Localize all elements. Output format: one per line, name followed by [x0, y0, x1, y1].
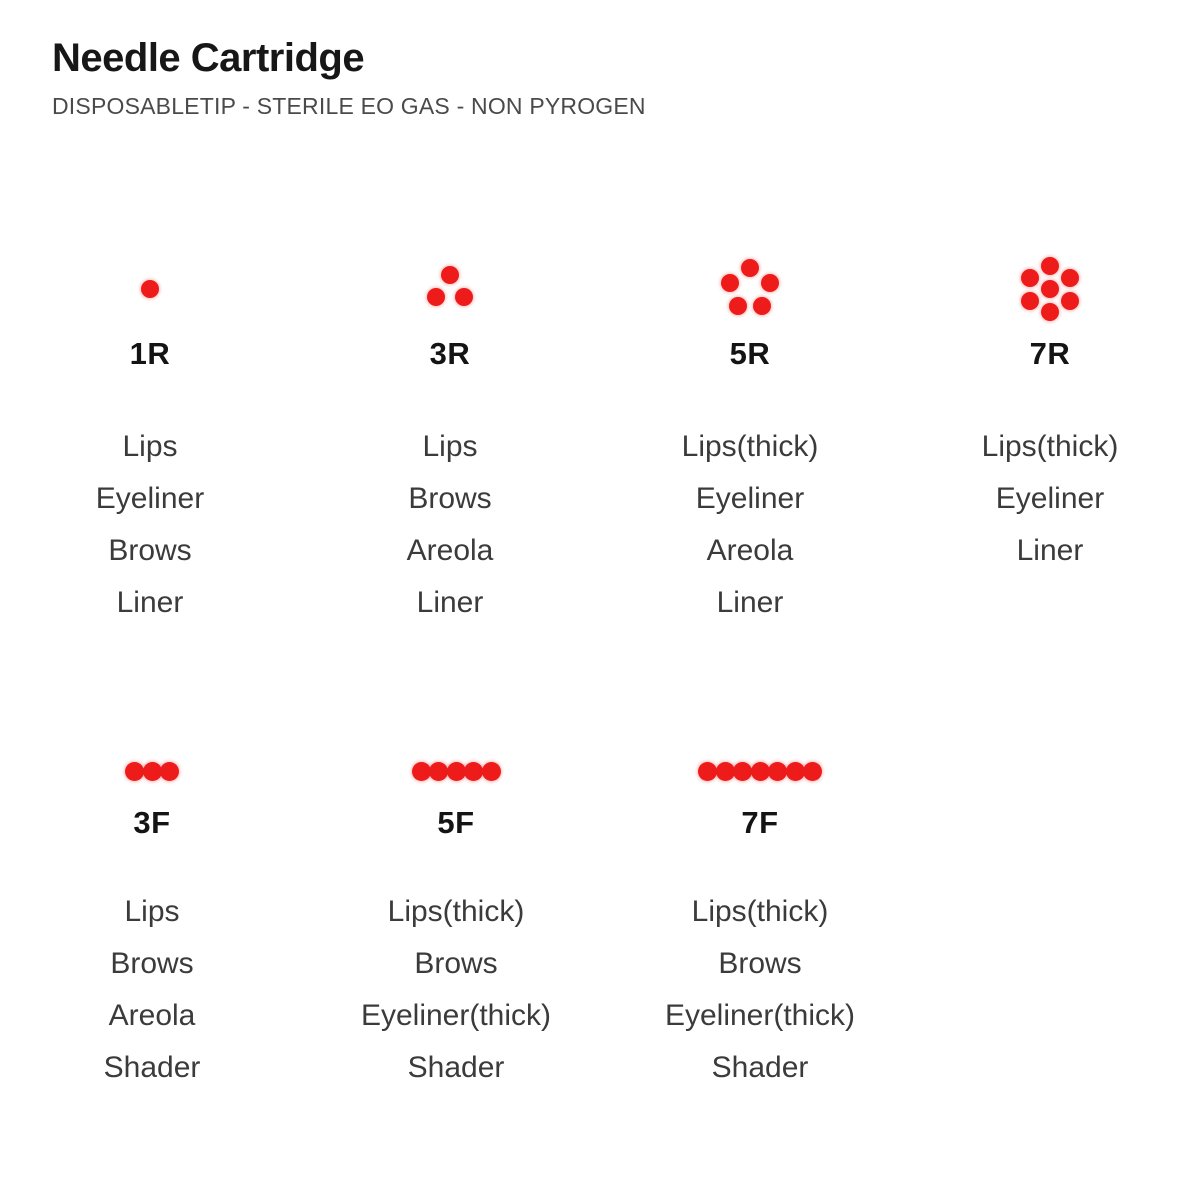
needle-usage-item: Eyeliner [695, 482, 805, 515]
needle-dot-icon [741, 259, 759, 277]
needle-dot-diagram-7r [1002, 250, 1098, 328]
needle-dot-icon [721, 273, 740, 292]
needle-dot-icon [785, 761, 805, 781]
needle-dot-icon [455, 288, 473, 306]
needle-code-label: 7F [741, 805, 779, 840]
needle-usage-item: Brows [718, 947, 802, 980]
needle-dot-icon [441, 266, 459, 284]
needle-usage-item: Eyeliner(thick) [664, 999, 856, 1032]
needle-dot-icon [803, 761, 822, 781]
needle-dot-diagram-5r [702, 250, 798, 328]
needle-usage-item: Liner [416, 586, 484, 619]
needle-dot-icon [427, 288, 445, 306]
needle-dot-icon [768, 761, 787, 781]
needle-dot-icon [750, 761, 770, 781]
needle-usage-item: Lips [422, 430, 478, 463]
needle-code-label: 5R [729, 336, 771, 371]
needle-usage-item: Lips(thick) [981, 430, 1119, 463]
needle-dot-icon [1041, 280, 1059, 298]
page-subtitle: DISPOSABLETIP - STERILE EO GAS - NON PYR… [52, 92, 646, 119]
needle-usage-item: Brows [408, 482, 492, 515]
needle-code-label: 3F [133, 805, 171, 840]
needle-code-label: 7R [1029, 336, 1071, 371]
needle-dot-diagram-5f [408, 745, 504, 797]
needle-usage-item: Areola [108, 999, 196, 1032]
needle-usage-item: Lips(thick) [681, 430, 819, 463]
needle-dot-icon [1021, 268, 1040, 287]
needle-dot-icon [446, 761, 466, 781]
needle-dot-icon [125, 761, 144, 781]
needle-usage-item: Areola [706, 534, 794, 567]
needle-usage-item: Eyeliner [995, 482, 1105, 515]
needle-usage-item: Lips [124, 895, 180, 928]
needle-code-label: 1R [129, 336, 171, 371]
needle-usage-item: Shader [407, 1051, 505, 1084]
needle-code-label: 5F [437, 805, 475, 840]
needle-dot-diagram-1r [102, 250, 198, 328]
needle-dot-icon [753, 296, 772, 315]
needle-usage-item: Lips(thick) [387, 895, 525, 928]
needle-dot-diagram-3f [104, 745, 200, 797]
needle-usage-item: Eyeliner [95, 482, 205, 515]
needle-dot-icon [481, 761, 501, 781]
needle-usage-item: Lips(thick) [691, 895, 829, 928]
needle-usage-item: Brows [414, 947, 498, 980]
needle-dot-icon [1021, 291, 1040, 310]
needle-usage-item: Brows [110, 947, 194, 980]
needle-dot-icon [733, 761, 752, 781]
needle-dot-icon [1060, 268, 1079, 287]
needle-usage-item: Shader [711, 1051, 809, 1084]
needle-dot-icon [411, 761, 431, 781]
needle-usage-item: Lips [122, 430, 178, 463]
needle-usage-item: Liner [116, 586, 184, 619]
needle-dot-icon [141, 280, 159, 298]
needle-dot-icon [715, 761, 735, 781]
needle-dot-icon [1060, 291, 1079, 310]
needle-usage-item: Areola [406, 534, 494, 567]
needle-dot-icon [160, 761, 179, 781]
needle-dot-icon [429, 761, 448, 781]
needle-dot-icon [142, 761, 162, 781]
needle-dot-diagram-3r [402, 250, 498, 328]
page-header: Needle Cartridge DISPOSABLETIP - STERILE… [52, 36, 646, 120]
needle-dot-icon [698, 761, 717, 781]
needle-usage-item: Brows [108, 534, 192, 567]
needle-usage-item: Liner [1016, 534, 1084, 567]
needle-usage-item: Eyeliner(thick) [360, 999, 552, 1032]
needle-dot-icon [728, 296, 747, 315]
needle-code-label: 3R [429, 336, 471, 371]
needle-dot-icon [1041, 257, 1059, 275]
needle-usage-item: Liner [716, 586, 784, 619]
needle-dot-icon [464, 761, 483, 781]
page-title: Needle Cartridge [52, 36, 365, 80]
needle-usage-item: Shader [103, 1051, 201, 1084]
needle-dot-icon [1041, 303, 1059, 321]
needle-dot-icon [760, 273, 779, 292]
needle-dot-diagram-7f [698, 745, 822, 797]
